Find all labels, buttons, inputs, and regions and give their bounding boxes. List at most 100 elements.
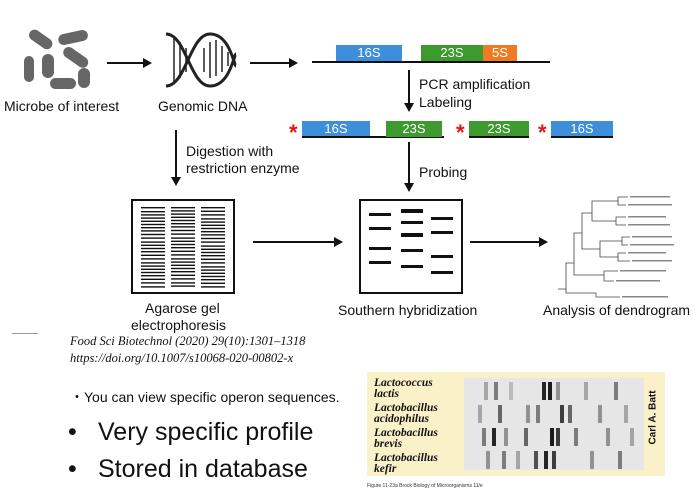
gel-band xyxy=(171,282,195,284)
gel-band xyxy=(171,258,195,260)
figure-caption: Figure 11-23a Brock Biology of Microorga… xyxy=(367,483,483,489)
gel-band xyxy=(141,265,165,267)
microbe-label: Microbe of interest xyxy=(4,98,120,114)
southern-label: Southern hybridization xyxy=(338,302,478,318)
operon-baseline xyxy=(312,61,550,63)
lane-band xyxy=(484,382,488,400)
gel-band xyxy=(141,227,165,229)
dendrogram-label: Analysis of dendrogram xyxy=(543,302,691,318)
arrow-right xyxy=(250,58,298,68)
label-star-icon: * xyxy=(456,120,465,145)
corner-decoration xyxy=(12,333,38,337)
lane-band xyxy=(478,405,482,423)
gel-band xyxy=(141,251,165,253)
pcr-label-line2: Labeling xyxy=(419,94,472,110)
gel-band xyxy=(171,216,195,218)
lane-band xyxy=(548,382,552,400)
lane-band xyxy=(526,405,530,423)
gel-band xyxy=(171,250,195,252)
gel-lanes-image xyxy=(464,378,644,470)
gel-band xyxy=(201,210,225,212)
lane-band xyxy=(556,428,560,446)
microbe-icon xyxy=(24,29,90,89)
gel-band xyxy=(201,255,225,257)
lane-band xyxy=(614,382,618,400)
gel-band xyxy=(171,210,195,212)
gel-band xyxy=(171,278,195,280)
agarose-label-line2: electrophoresis xyxy=(131,317,226,333)
bullet-text: Very specific profile xyxy=(98,418,314,446)
gel-band xyxy=(141,278,165,280)
gel-band xyxy=(201,231,225,233)
gel-band xyxy=(201,248,225,250)
gel-band xyxy=(201,241,225,243)
fragment-line xyxy=(302,136,444,138)
lane-band xyxy=(618,451,622,469)
fragment-23s: 23S xyxy=(469,121,529,137)
gel-band xyxy=(141,244,165,246)
lane-band xyxy=(552,451,556,469)
gel-band xyxy=(171,233,195,235)
operon-5s-segment: 5S xyxy=(483,45,517,61)
agarose-label-line1: Agarose gel xyxy=(145,300,220,316)
gel-band xyxy=(141,268,165,270)
fragment-23s: 23S xyxy=(386,121,442,137)
lane-band xyxy=(482,428,486,446)
gel-band xyxy=(171,243,195,246)
gel-band xyxy=(201,207,225,209)
arrow-down xyxy=(404,70,414,112)
label-star-icon: * xyxy=(538,120,547,145)
probing-label: Probing xyxy=(419,164,468,180)
gel-band xyxy=(171,207,195,209)
gel-band xyxy=(171,213,195,215)
lane-band xyxy=(498,405,502,423)
genomic-dna-label: Genomic DNA xyxy=(158,98,248,114)
gel-band xyxy=(141,233,165,236)
gel-band xyxy=(141,254,165,256)
lane-band xyxy=(606,428,610,446)
gel-band xyxy=(201,218,225,220)
gel-band xyxy=(201,237,225,240)
pcr-label-line1: PCR amplification xyxy=(419,76,531,92)
gel-band xyxy=(171,267,195,270)
lane-band xyxy=(536,405,540,423)
gel-band xyxy=(201,221,225,223)
lane-band xyxy=(624,405,628,423)
lane-band xyxy=(590,451,594,469)
label-star-icon: * xyxy=(289,120,298,145)
gel-band xyxy=(171,219,195,222)
bullet-small-text: You can view specific operon sequences. xyxy=(84,389,340,405)
gel-band xyxy=(141,217,165,219)
gel-band xyxy=(141,282,165,284)
gel-band xyxy=(201,251,225,254)
gel-band xyxy=(141,241,165,243)
lane-band xyxy=(584,382,588,400)
agarose-gel-icon xyxy=(131,199,235,294)
bullet-small-mark: ・ xyxy=(70,389,84,405)
lane-band xyxy=(542,382,546,400)
citation-journal: Food Sci Biotechnol (2020) 29(10):1301–1… xyxy=(70,334,306,348)
lane-band xyxy=(556,382,560,400)
gel-band xyxy=(141,258,165,260)
gel-band xyxy=(141,223,165,226)
operon-23s-segment: 23S xyxy=(421,45,483,61)
lane-band xyxy=(568,405,572,423)
gel-band xyxy=(201,227,225,230)
lane-band xyxy=(516,451,520,469)
gel-band xyxy=(201,262,225,264)
lane-band xyxy=(502,451,506,469)
digestion-label-line1: Digestion with xyxy=(186,143,274,159)
lane-band xyxy=(524,428,528,446)
lane-band xyxy=(560,405,564,423)
gel-band xyxy=(141,271,165,274)
gel-band xyxy=(171,223,195,225)
gel-band xyxy=(141,207,165,209)
lane-band xyxy=(550,428,554,446)
gel-band xyxy=(201,258,225,260)
lane-band xyxy=(504,428,508,446)
